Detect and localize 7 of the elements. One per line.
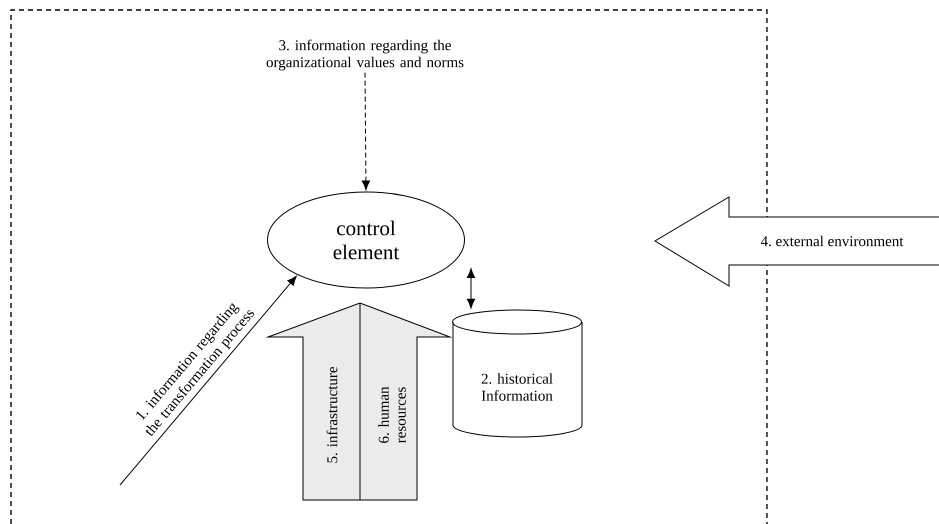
arrow <box>466 268 476 308</box>
flow-label: 3. information regarding the organizational values and norms <box>266 40 464 70</box>
database-cylinder: 2. historical Information <box>452 310 582 438</box>
arrow <box>120 276 297 486</box>
pointed-panel: 5. infrastructure 6. human resources <box>265 302 453 500</box>
arrow <box>362 72 370 190</box>
node-label: 4. external environment <box>760 236 904 246</box>
